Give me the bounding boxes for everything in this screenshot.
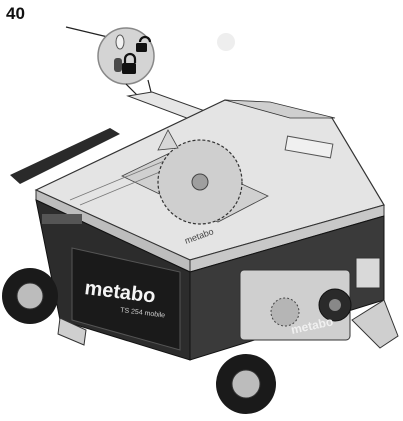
right-wheel — [216, 354, 276, 414]
lever-icon — [114, 34, 125, 72]
rear-foot — [351, 299, 399, 349]
saw-blade — [157, 129, 243, 225]
front-foot — [57, 317, 87, 346]
indicator-dot — [217, 33, 235, 51]
callout-leader-line — [65, 26, 113, 39]
unlocked-padlock-icon — [136, 35, 152, 52]
left-wheel — [2, 268, 58, 324]
locked-padlock-icon — [122, 52, 137, 74]
lock-callout — [97, 27, 155, 85]
adjustment-mechanism — [239, 257, 381, 341]
figure-number: 40 — [6, 4, 25, 23]
